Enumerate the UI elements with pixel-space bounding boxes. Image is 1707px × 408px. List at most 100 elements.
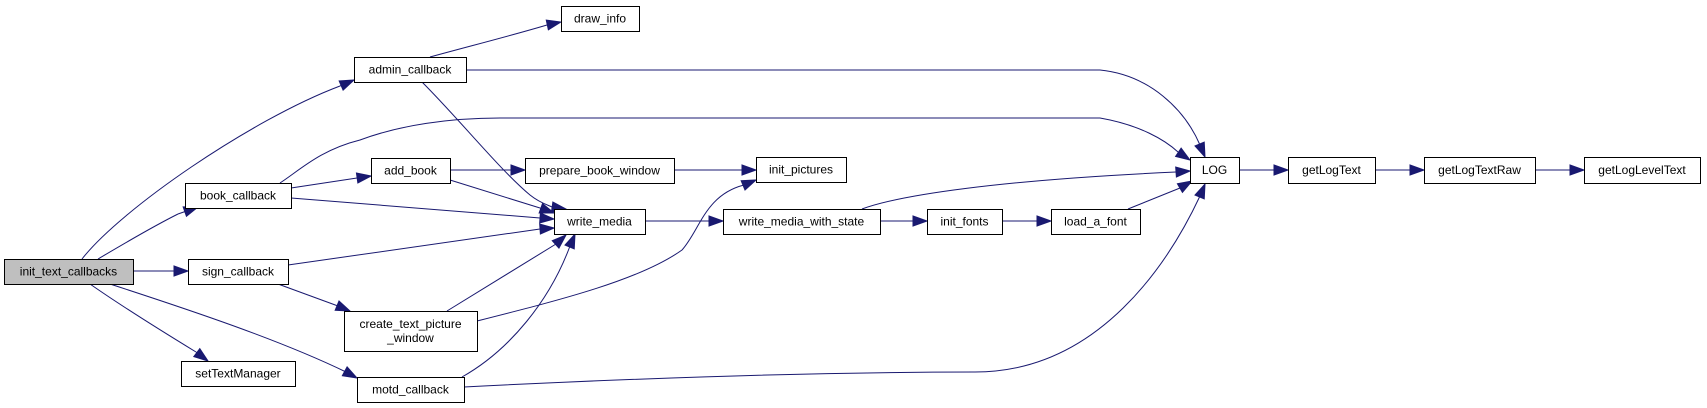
node-init-text-callbacks[interactable]: init_text_callbacks	[4, 259, 134, 285]
node-box[interactable]	[554, 209, 646, 235]
edge-line	[287, 228, 541, 266]
arrowhead-icon	[740, 179, 758, 191]
edge-book_callback-to-write_media	[290, 197, 556, 224]
edge-line	[461, 245, 571, 378]
node-box[interactable]	[1584, 157, 1701, 184]
edge-write_media_with_state-to-LOG	[861, 166, 1192, 210]
node-label: getLogText	[1302, 163, 1361, 177]
edge-line	[449, 179, 541, 209]
node-box[interactable]	[354, 57, 467, 83]
node-box[interactable]	[344, 311, 478, 352]
node-log[interactable]: LOG	[1190, 157, 1240, 184]
node-write-media[interactable]: write_media	[554, 209, 646, 235]
node-box[interactable]	[181, 361, 296, 387]
node-write-media-with-state[interactable]: write_media_with_state	[723, 209, 881, 235]
edge-write_media_with_state-to-init_fonts	[880, 215, 929, 227]
node-init-fonts[interactable]: init_fonts	[927, 209, 1003, 235]
node-label: init_fonts	[940, 215, 988, 229]
edge-admin_callback-to-draw_info	[429, 19, 563, 58]
node-label: sign_callback	[202, 265, 275, 279]
edge-init_text_callbacks-to-admin_callback	[81, 79, 356, 260]
edge-add_book-to-write_media	[449, 179, 556, 214]
node-box[interactable]	[1051, 209, 1141, 235]
node-box[interactable]	[1288, 157, 1376, 184]
node-label: load_a_font	[1064, 215, 1127, 229]
node-create-text-picture-window[interactable]: create_text_picture_window	[344, 311, 478, 352]
node-label: LOG	[1202, 163, 1227, 177]
edges-layer	[81, 19, 1586, 388]
edge-sign_callback-to-create_text_picture_window	[277, 283, 352, 312]
node-getlogleveltext[interactable]: getLogLevelText	[1584, 157, 1701, 184]
node-box[interactable]	[525, 158, 675, 184]
arrowhead-icon	[1175, 166, 1192, 178]
node-draw-info[interactable]: draw_info	[561, 6, 640, 32]
node-box[interactable]	[185, 183, 292, 209]
node-box[interactable]	[756, 157, 847, 183]
node-box[interactable]	[1190, 157, 1240, 184]
edge-getLogTextRaw-to-getLogLevelText	[1535, 164, 1586, 176]
arrowhead-icon	[539, 223, 556, 235]
arrowhead-icon	[912, 215, 929, 227]
node-load-a-font[interactable]: load_a_font	[1051, 209, 1141, 235]
node-box[interactable]	[371, 158, 451, 184]
node-box[interactable]	[1424, 157, 1536, 184]
edge-line	[476, 184, 745, 322]
node-box[interactable]	[4, 259, 134, 285]
edge-line	[109, 283, 347, 373]
node-box[interactable]	[927, 209, 1003, 235]
arrowhead-icon	[355, 172, 373, 184]
edge-LOG-to-getLogText	[1239, 164, 1290, 176]
edge-prepare_book_window-to-init_pictures	[674, 164, 758, 176]
node-label: setTextManager	[195, 367, 280, 381]
arrowhead-icon	[338, 79, 356, 91]
edge-getLogText-to-getLogTextRaw	[1375, 164, 1426, 176]
node-label: write_media	[566, 215, 632, 229]
arrowhead-icon	[551, 234, 568, 249]
edge-admin_callback-to-LOG	[466, 69, 1206, 159]
node-admin-callback[interactable]: admin_callback	[354, 57, 467, 83]
arrowhead-icon	[1036, 215, 1053, 227]
edge-line	[290, 177, 358, 189]
node-prepare-book-window[interactable]: prepare_book_window	[525, 158, 675, 184]
node-label: book_callback	[200, 189, 277, 203]
edge-create_text_picture_window-to-init_pictures	[476, 179, 758, 322]
node-box[interactable]	[188, 259, 289, 285]
node-add-book[interactable]: add_book	[371, 158, 451, 184]
edge-motd_callback-to-LOG	[463, 182, 1206, 388]
arrowhead-icon	[1273, 164, 1290, 176]
node-init-pictures[interactable]: init_pictures	[756, 157, 847, 183]
node-box[interactable]	[357, 377, 465, 403]
edge-sign_callback-to-write_media	[287, 223, 556, 266]
node-label: init_pictures	[769, 163, 833, 177]
arrowhead-icon	[1194, 141, 1206, 159]
node-getlogtext[interactable]: getLogText	[1288, 157, 1376, 184]
edge-init_text_callbacks-to-setTextManager	[89, 283, 210, 362]
node-label: draw_info	[574, 12, 626, 26]
edge-motd_callback-to-write_media	[461, 232, 576, 378]
arrowhead-icon	[1176, 180, 1194, 194]
node-settextmanager[interactable]: setTextManager	[181, 361, 296, 387]
edge-line	[290, 197, 541, 219]
edge-init_text_callbacks-to-book_callback	[97, 206, 200, 260]
node-label: motd_callback	[372, 383, 450, 397]
edge-write_media-to-write_media_with_state	[645, 215, 725, 227]
node-book-callback[interactable]: book_callback	[185, 183, 292, 209]
arrowhead-icon	[173, 265, 190, 277]
node-getlogtextraw[interactable]: getLogTextRaw	[1424, 157, 1536, 184]
node-label: _window	[386, 331, 434, 345]
arrowhead-icon	[545, 19, 563, 31]
node-label: admin_callback	[369, 63, 453, 77]
node-motd-callback[interactable]: motd_callback	[357, 377, 465, 403]
arrowhead-icon	[1174, 147, 1192, 161]
node-box[interactable]	[723, 209, 881, 235]
node-box[interactable]	[561, 6, 640, 32]
node-label: init_text_callbacks	[20, 265, 117, 279]
arrowhead-icon	[510, 164, 527, 176]
node-label: create_text_picture	[359, 317, 461, 331]
edge-line	[89, 283, 197, 353]
node-sign-callback[interactable]: sign_callback	[188, 259, 289, 285]
edge-line	[429, 24, 548, 58]
edge-add_book-to-prepare_book_window	[450, 164, 527, 176]
edge-line	[279, 117, 1179, 184]
